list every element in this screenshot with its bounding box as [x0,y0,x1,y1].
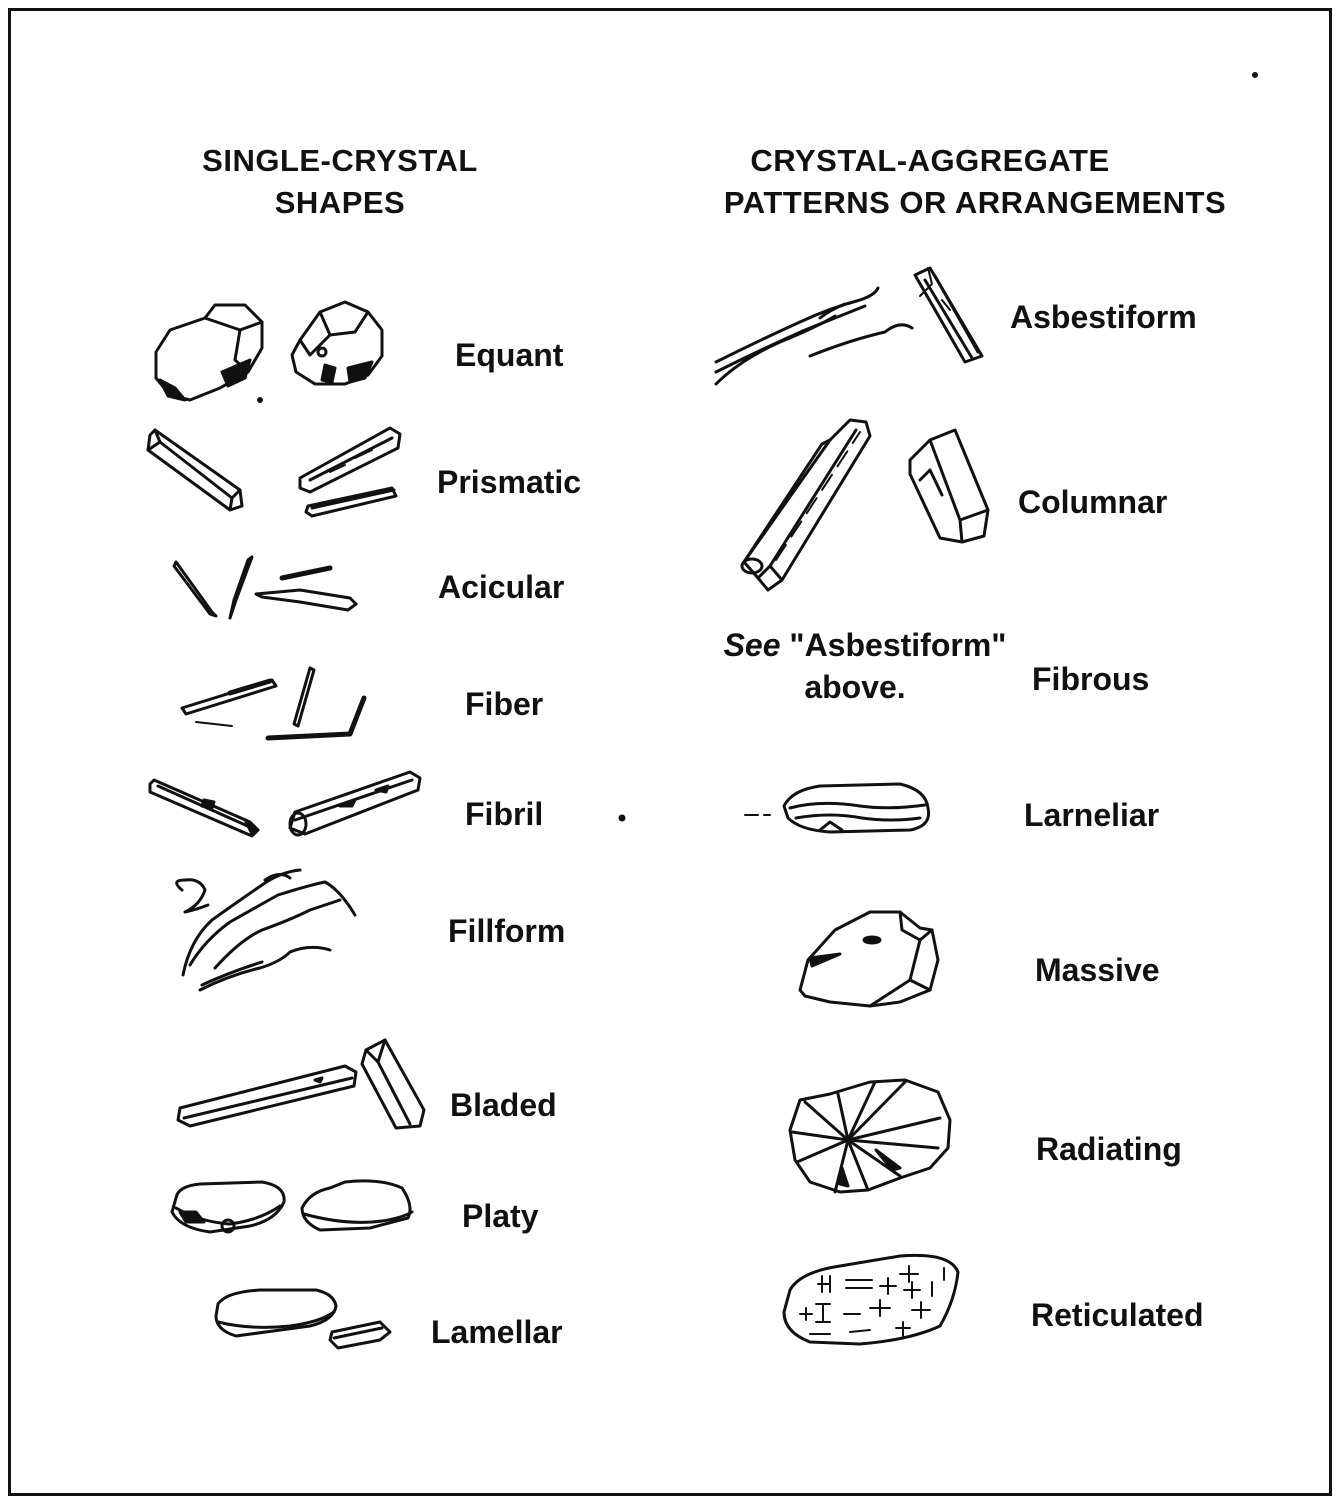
reticulated-drawing [784,1255,958,1344]
scan-specks [259,74,1257,821]
acicular-drawing [174,557,356,618]
radiating-drawing [790,1080,950,1192]
equant-drawing [156,302,382,400]
fiber-drawing [182,668,364,738]
larneliar-drawing [745,784,929,832]
prismatic-drawing [148,428,400,516]
asbestiform-drawing [716,268,982,384]
bladed-drawing [178,1040,424,1128]
platy-drawing [172,1181,412,1232]
fibril-drawing [150,772,420,836]
lamellar-drawing [216,1290,390,1348]
columnar-drawing [742,420,988,590]
massive-drawing [800,912,938,1006]
fillform-drawing [177,870,355,990]
